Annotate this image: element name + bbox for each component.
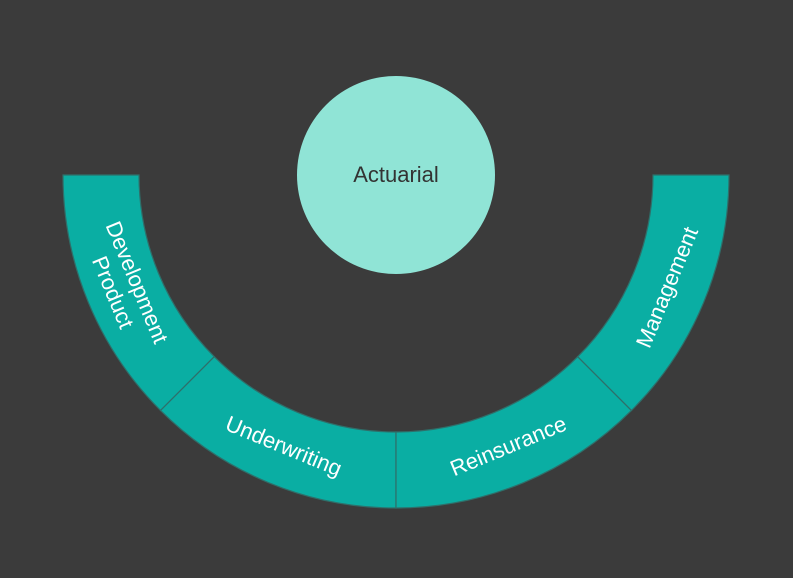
center-label: Actuarial [353, 162, 439, 187]
center-circle [297, 76, 495, 274]
ring-segment-management [576, 174, 730, 412]
ring [62, 174, 730, 509]
